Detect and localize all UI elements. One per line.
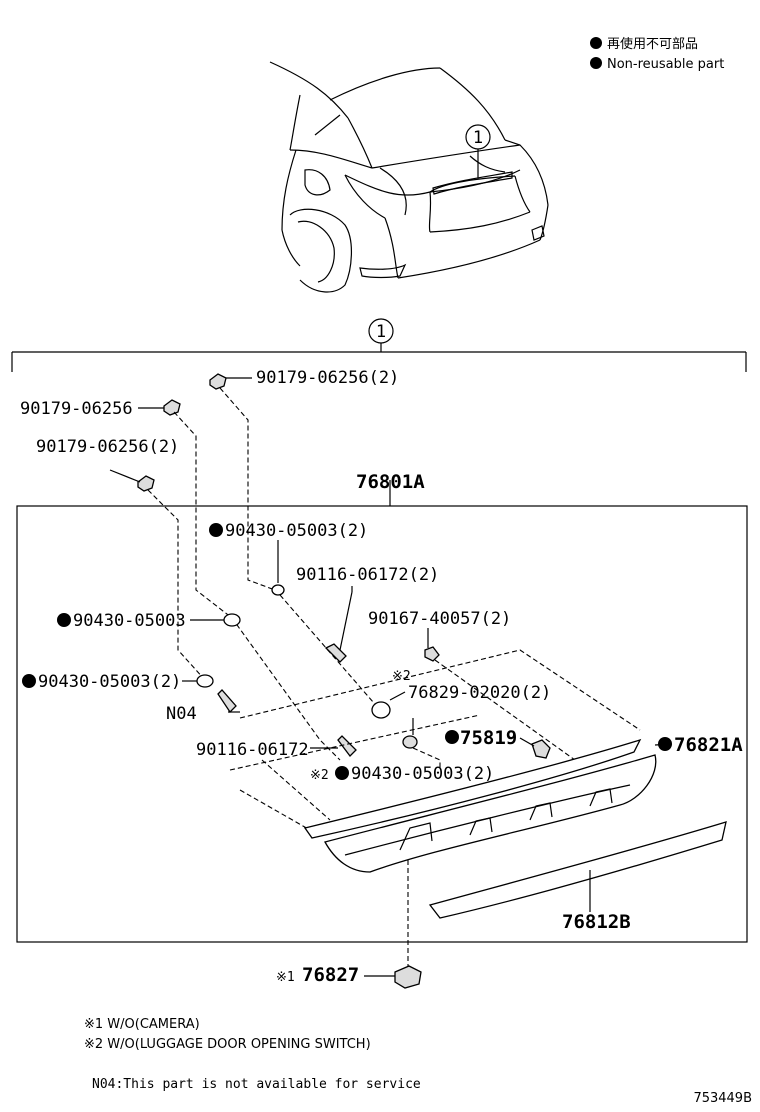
label-c: 90179-06256(2) [36,437,179,457]
label-m: 76821A [674,734,743,756]
callout-number: 1 [376,322,386,342]
clip-parts [109,373,252,492]
label-o-mark: ※2 [310,768,329,783]
label-p: 76812B [562,911,631,933]
non-reusable-dot-icon [658,737,672,751]
non-reusable-dot-icon [22,674,36,688]
non-reusable-dot-icon [57,613,71,627]
label-i-mark: ※2 [392,669,411,684]
label-l: 75819 [460,727,517,749]
label-a: 90179-06256(2) [256,368,399,388]
callout-1-bracket: 1 [11,318,747,372]
label-d: 76801A [356,471,425,493]
label-n: 90116-06172 [196,740,309,760]
label-o: 90430-05003(2) [351,764,494,784]
legend: 再使用不可部品 Non-reusable part [590,36,724,72]
label-f: 90116-06172(2) [296,565,439,585]
callout-1-car: 1 [465,124,491,178]
non-reusable-dot-icon [590,57,602,69]
non-reusable-dot-icon [445,730,459,744]
label-i: 76829-02020(2) [408,683,551,703]
label-h: 90167-40057(2) [368,609,511,629]
label-j: 90430-05003(2) [38,672,181,692]
label-q: 76827 [302,964,359,986]
legend-jp: 再使用不可部品 [607,36,698,52]
label-k: N04 [166,704,197,724]
non-reusable-dot-icon [209,523,223,537]
note-2: ※2 W/O(LUGGAGE DOOR OPENING SWITCH) [84,1037,371,1052]
label-g: 90430-05003 [73,611,186,631]
car-rear-illustration [269,61,549,293]
legend-en: Non-reusable part [607,57,724,72]
callout-number: 1 [473,128,483,148]
diagram-id: 753449B [693,1091,752,1106]
note-3: N04:This part is not available for servi… [92,1077,421,1092]
retainer-parts [182,540,441,770]
label-b: 90179-06256 [20,399,133,419]
assembly-box [16,505,748,943]
part-labels: 90179-06256(2) 90179-06256 90179-06256(2… [20,368,743,986]
label-e: 90430-05003(2) [225,521,368,541]
garnish-assembly [303,738,727,919]
stud-parts [217,586,576,761]
non-reusable-dot-icon [590,37,602,49]
non-reusable-dot-icon [335,766,349,780]
note-1: ※1 W/O(CAMERA) [84,1017,200,1032]
notes: ※1 W/O(CAMERA) ※2 W/O(LUGGAGE DOOR OPENI… [84,1017,421,1092]
switch-part [364,860,422,989]
label-q-mark: ※1 [276,970,295,985]
